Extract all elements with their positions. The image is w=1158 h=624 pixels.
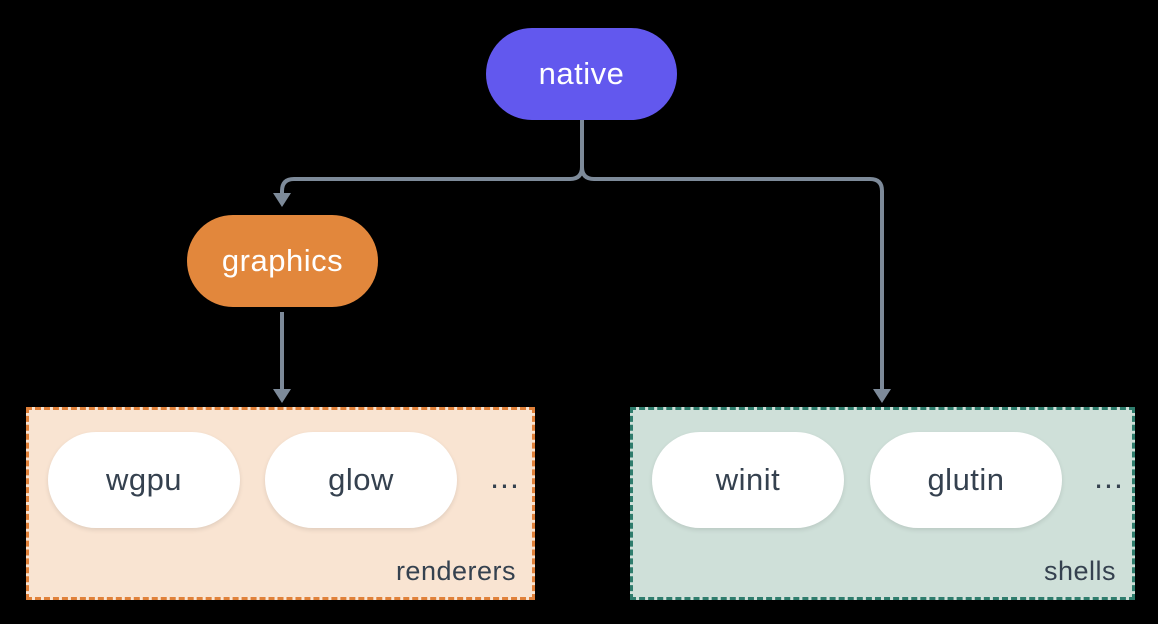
node-native: native <box>486 28 677 120</box>
group-label-shells: shells <box>1043 556 1116 586</box>
native-to-shells-connector <box>580 120 884 389</box>
node-wgpu: wgpu <box>48 432 240 528</box>
node-wgpu-label: wgpu <box>105 462 183 497</box>
shells-ellipsis: ... <box>1094 459 1124 495</box>
group-shells: winit glutin ... shells <box>630 407 1135 600</box>
renderers-ellipsis: ... <box>490 459 520 495</box>
arrowhead-icon <box>273 389 291 403</box>
arrowhead-icon <box>873 389 891 403</box>
node-graphics-label: graphics <box>221 243 344 278</box>
node-glutin-label: glutin <box>927 462 1005 497</box>
group-label-renderers: renderers <box>395 556 516 586</box>
arrowhead-icon <box>273 193 291 207</box>
node-winit: winit <box>652 432 844 528</box>
node-native-label: native <box>538 56 625 91</box>
native-to-graphics-connector <box>280 120 584 193</box>
node-glutin: glutin <box>870 432 1062 528</box>
node-glow-label: glow <box>328 462 394 497</box>
node-winit-label: winit <box>715 462 781 497</box>
node-graphics: graphics <box>187 215 378 307</box>
node-glow: glow <box>265 432 457 528</box>
group-renderers: wgpu glow ... renderers <box>26 407 535 600</box>
